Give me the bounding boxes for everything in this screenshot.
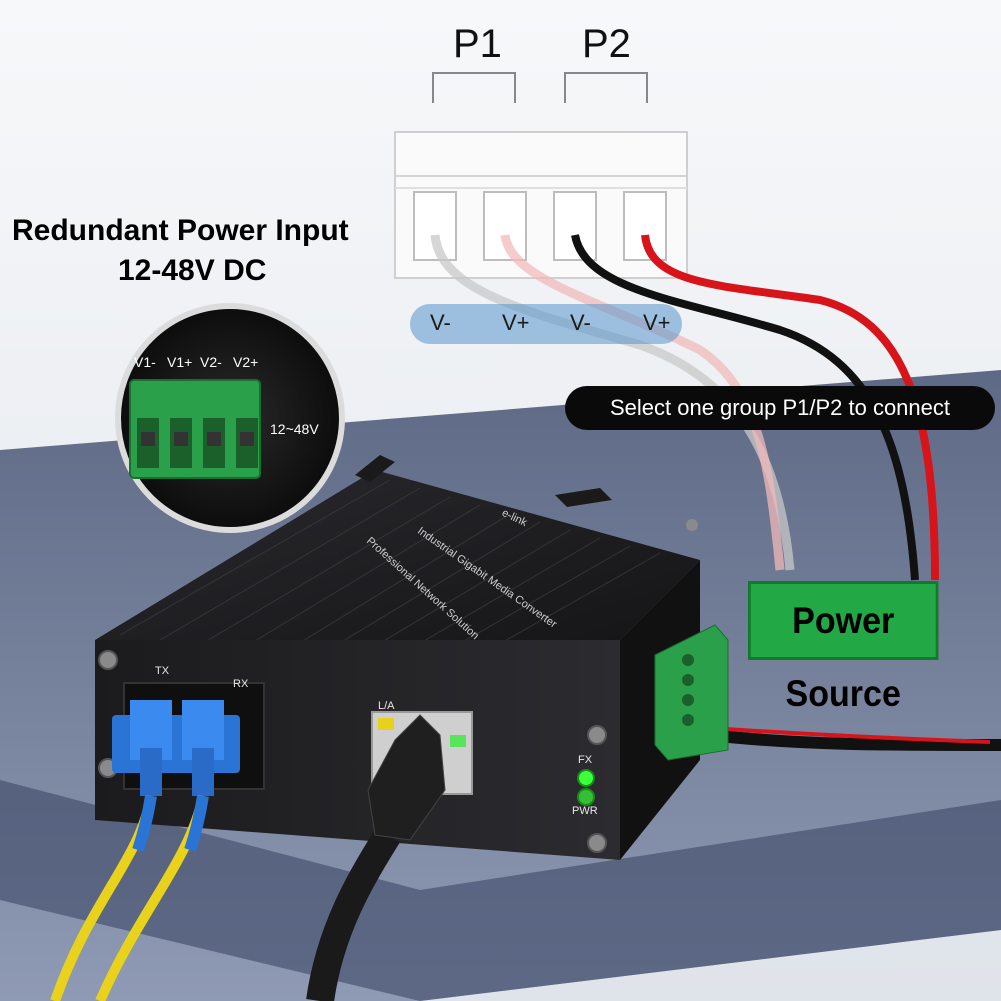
ethernet-cable [306, 827, 400, 1001]
wire-p2-minus [571, 234, 919, 581]
din-rail-clip-2 [555, 488, 612, 507]
device-top [95, 470, 700, 655]
wire-to-device-red [709, 726, 991, 744]
heading-line2: 12-48V DC [118, 254, 267, 287]
rj45-plug [367, 714, 446, 841]
fx-led-label: FX [578, 754, 593, 766]
device-top-ribs [119, 479, 661, 656]
screw-top [686, 519, 698, 531]
slot-p2-minus [553, 191, 597, 261]
fiber-boot-rx [184, 795, 209, 852]
terminal-pin-label: V2- [200, 354, 222, 370]
polarity-label: V- [570, 310, 591, 335]
side-terminal-block [654, 624, 729, 761]
table-edge [0, 780, 1001, 1001]
terminal-pin-label: V1- [134, 354, 156, 370]
polarity-label: V- [430, 310, 451, 335]
tx-port-label: TX [155, 665, 170, 677]
terminal-pin-label: V1+ [167, 354, 193, 370]
terminal-zoom-inset [115, 303, 345, 533]
screw-top-left [98, 650, 118, 670]
heading-line1: Redundant Power Input [12, 214, 349, 247]
wire-to-device-black [709, 729, 1001, 751]
select-group-note: Select one group P1/P2 to connect [565, 386, 995, 430]
polarity-band [410, 304, 682, 344]
screw-bottom-right [587, 833, 607, 853]
led-pwr [577, 788, 595, 806]
wire-p2-plus [641, 234, 939, 581]
wire-p1-plus [500, 234, 785, 571]
led-fx [577, 769, 595, 787]
group-p1-label: P1 [453, 22, 502, 66]
polarity-label: V+ [643, 310, 671, 335]
screw-top-right [587, 725, 607, 745]
rx-port-label: RX [233, 678, 249, 690]
link-activity-label: L/A [378, 700, 395, 712]
sc-fiber-connector [112, 682, 265, 796]
voltage-range-label: 12~48V [270, 421, 319, 437]
polarity-label: V+ [502, 310, 530, 335]
group-p2-label: P2 [582, 22, 631, 66]
fiber-boot-tx [132, 795, 157, 852]
terminal-pin-label: V2+ [233, 354, 259, 370]
slot-p1-plus [483, 191, 527, 261]
power-source-label: Power Source [748, 581, 939, 714]
din-rail-clip [355, 455, 395, 482]
pwr-led-label: PWR [572, 805, 598, 817]
